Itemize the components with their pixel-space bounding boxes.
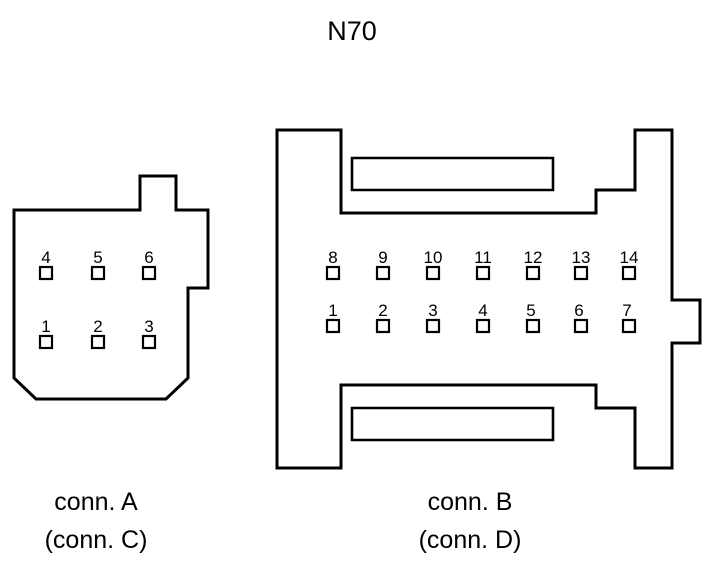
connector-a-group: 4 5 6 1 2 3 conn. A (conn. C)	[12, 174, 210, 554]
pin-contact	[525, 318, 541, 334]
pin-contact	[475, 265, 491, 281]
pin-contact	[325, 318, 341, 334]
pin-label: 12	[524, 248, 543, 267]
pin-contact	[621, 318, 637, 334]
pin-contact	[38, 265, 54, 281]
pin-contact	[141, 334, 157, 350]
pin-contact	[38, 334, 54, 350]
pin-contact	[525, 265, 541, 281]
connector-a-alt-caption: (conn. C)	[45, 526, 148, 554]
connector-a-caption: conn. A	[54, 488, 138, 516]
pin-contact	[475, 318, 491, 334]
pin-label: 10	[424, 248, 443, 267]
pin-label: 5	[526, 301, 535, 320]
pin-contact	[425, 265, 441, 281]
pin-label: 11	[474, 248, 492, 267]
connector-b-top-slot	[350, 156, 555, 192]
pin-label: 13	[572, 248, 591, 267]
connector-b-top-row: 8 9 10 11 12 13 14	[325, 248, 639, 281]
pin-contact	[325, 265, 341, 281]
pin-label: 7	[622, 301, 631, 320]
pin-contact	[621, 265, 637, 281]
pin-label: 5	[93, 248, 102, 267]
connector-b-group: 8 9 10 11 12 13 14 1 2	[275, 128, 702, 554]
page-title: N70	[327, 16, 377, 46]
pin-contact	[90, 265, 106, 281]
connector-a-top-row: 4 5 6	[38, 248, 157, 281]
pin-contact	[90, 334, 106, 350]
pin-contact	[425, 318, 441, 334]
pin-label: 4	[478, 301, 487, 320]
pin-label: 3	[428, 301, 437, 320]
pin-label: 9	[378, 248, 387, 267]
pin-label: 4	[41, 248, 50, 267]
connector-b-alt-caption: (conn. D)	[419, 526, 522, 554]
connector-a-outline	[12, 174, 210, 401]
pin-label: 6	[144, 248, 153, 267]
pin-label: 1	[41, 317, 50, 336]
pin-label: 2	[378, 301, 387, 320]
pin-contact	[141, 265, 157, 281]
connector-b-bottom-row: 1 2 3 4 5 6 7	[325, 301, 637, 334]
pin-label: 2	[93, 317, 102, 336]
pin-label: 8	[328, 248, 337, 267]
pin-contact	[573, 265, 589, 281]
pin-label: 1	[328, 301, 337, 320]
connector-a-bottom-row: 1 2 3	[38, 317, 157, 350]
connector-b-bottom-slot	[350, 406, 555, 442]
pin-contact	[375, 265, 391, 281]
pin-contact	[375, 318, 391, 334]
connector-b-outline	[275, 128, 702, 470]
pin-contact	[573, 318, 589, 334]
pin-label: 14	[620, 248, 639, 267]
connector-b-caption: conn. B	[428, 488, 513, 516]
pin-label: 3	[144, 317, 153, 336]
pin-label: 6	[574, 301, 583, 320]
